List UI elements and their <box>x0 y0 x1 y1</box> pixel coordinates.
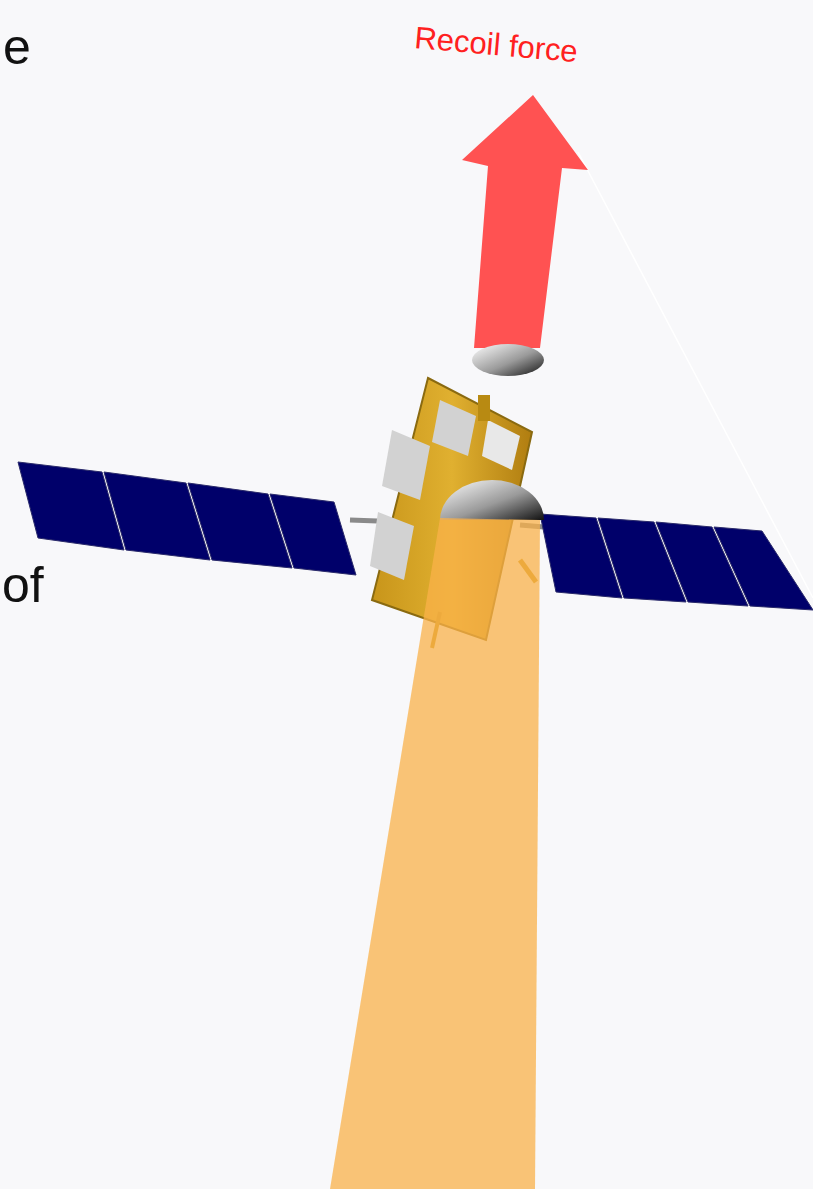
force-label: Recoil force <box>413 22 579 67</box>
body-panel <box>382 430 430 500</box>
main-dish <box>440 480 544 520</box>
cropped-text: e <box>3 22 31 72</box>
recoil-arrow <box>462 95 588 348</box>
body-panel <box>432 400 476 456</box>
solar-wing-left <box>18 462 356 575</box>
body-panel <box>370 512 414 580</box>
solar-wing-right <box>540 514 813 610</box>
cropped-text: of <box>2 560 44 610</box>
mast <box>478 395 490 421</box>
radiation-beam <box>330 518 540 1189</box>
body-panel <box>482 420 520 470</box>
top-dish <box>472 344 544 376</box>
